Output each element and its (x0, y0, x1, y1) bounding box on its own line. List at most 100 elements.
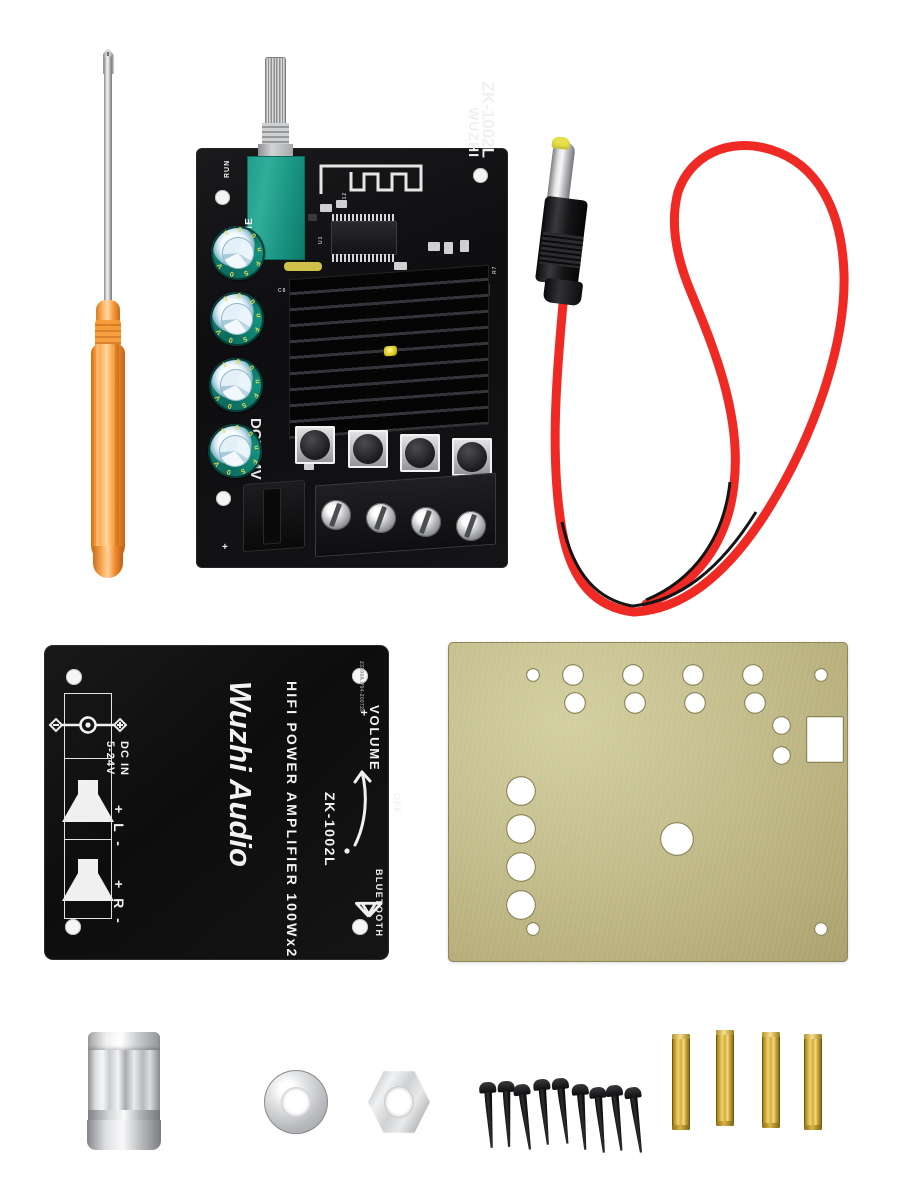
faceplate-mounting-hole (65, 919, 81, 935)
smd-component (444, 242, 453, 254)
machine-screw (623, 1086, 646, 1154)
bluetooth-antenna-trace (319, 164, 423, 194)
backplate-hole (506, 776, 536, 806)
bluetooth-icon (355, 901, 383, 918)
faceplate-divider (64, 758, 112, 759)
machine-screw (551, 1077, 573, 1145)
backplate-center-hole (660, 822, 694, 856)
volume-knob (87, 1032, 161, 1150)
faceplate-dcin-label: DC IN (118, 741, 130, 776)
knob-skirt (87, 1120, 161, 1150)
screw-shank (538, 1089, 552, 1146)
faceplate-mounting-hole (352, 668, 368, 684)
backplate-hole (564, 692, 586, 714)
status-led (384, 345, 397, 357)
terminal-screw (456, 511, 486, 541)
silkscreen-brand-label: WUZHI (466, 107, 482, 158)
backplate-hole (814, 922, 828, 936)
terminal-screw (321, 500, 351, 530)
pcb-mounting-hole (216, 491, 231, 506)
screw-shank (611, 1095, 626, 1152)
potentiometer-neck (258, 144, 293, 158)
screw-shank (594, 1097, 608, 1154)
backplate-hole (562, 664, 584, 686)
screwdriver-grip-rings (95, 320, 121, 348)
brass-standoff (762, 1032, 780, 1128)
backplate-hole (526, 668, 540, 682)
backplate-hole (624, 692, 646, 714)
amplifier-ic (331, 221, 397, 255)
dc-polarity-icon (48, 716, 128, 734)
screw-head (478, 1081, 497, 1094)
barrel-plug-strain-relief (542, 277, 584, 307)
cable-wires (550, 141, 849, 617)
screw-head (588, 1086, 607, 1100)
amplifier-board: RUN VOLUME ZK-1002L WUZHI DC5-24V + - C1… (196, 57, 508, 568)
output-inductor (452, 438, 492, 476)
terminal-screw (411, 507, 441, 537)
faceplate-brand: Wuzhi Audio (223, 681, 258, 867)
standoff-set (672, 1028, 824, 1138)
potentiometer-thread (262, 123, 289, 145)
machine-screw (478, 1081, 498, 1149)
screw-shank (502, 1091, 513, 1147)
backplate-hole (744, 692, 766, 714)
smd-component (394, 262, 407, 270)
backplate-hole (506, 814, 536, 844)
faceplate-left-channel-label: + L - (111, 805, 127, 849)
screw-head (571, 1083, 590, 1096)
faceplate-off-label: OFF (392, 793, 402, 814)
faceplate-mounting-hole (352, 919, 368, 935)
screw-head (497, 1080, 515, 1093)
knob-band (88, 1110, 160, 1120)
backplate-hole (772, 716, 791, 735)
backplate-hole (506, 852, 536, 882)
brass-standoff (804, 1034, 822, 1130)
faceplate-mounting-hole (66, 669, 82, 685)
smd-component (428, 242, 440, 251)
smd-component (336, 200, 347, 208)
faceplate-substrate (44, 645, 389, 960)
pcb-mounting-hole (473, 168, 488, 183)
brass-standoff (716, 1030, 734, 1126)
screw-shank (484, 1092, 496, 1148)
screwdriver (78, 48, 138, 578)
washer-bore (281, 1087, 311, 1117)
hex-nut (368, 1070, 430, 1134)
brass-standoff (672, 1034, 690, 1130)
faceplate-right-channel-label: + R - (111, 880, 127, 926)
faceplate-dcin-voltage: 5-24V (104, 741, 116, 776)
faceplate-panel: Wuzhi Audio HIFI POWER AMPLIFIER 100Wx2 … (44, 645, 402, 960)
faceplate-bluetooth-label: BLUETOOTH (374, 869, 384, 938)
faceplate-divider (64, 839, 112, 840)
silkscreen-ref-u1: U1 (318, 235, 324, 244)
backplate-hole (684, 692, 706, 714)
backplate-hole (526, 922, 540, 936)
dc-barrel-jack (243, 479, 305, 553)
ic-pins-bottom (332, 254, 396, 262)
smd-component (320, 204, 332, 212)
speaker-icon-right (62, 859, 114, 901)
faceplate-serial-mark: 23300A.P94-200728 (358, 661, 364, 713)
faceplate-spec: HIFI POWER AMPLIFIER 100Wx2 (284, 681, 300, 959)
screwdriver-handle (91, 344, 125, 562)
silkscreen-ref-r7: R7 (492, 265, 498, 274)
output-inductor (295, 426, 335, 464)
screwdriver-handle-end (93, 546, 123, 578)
ic-pins-top (332, 214, 396, 222)
silkscreen-ref-c8: C8 (278, 288, 287, 294)
output-inductor (348, 430, 388, 468)
terminal-screw (366, 503, 396, 533)
machine-screw (512, 1083, 535, 1151)
smd-fuse (284, 262, 322, 271)
screw-shank (518, 1094, 534, 1151)
screw-shank (577, 1094, 590, 1150)
smd-component (308, 214, 317, 221)
smd-component (460, 240, 469, 252)
